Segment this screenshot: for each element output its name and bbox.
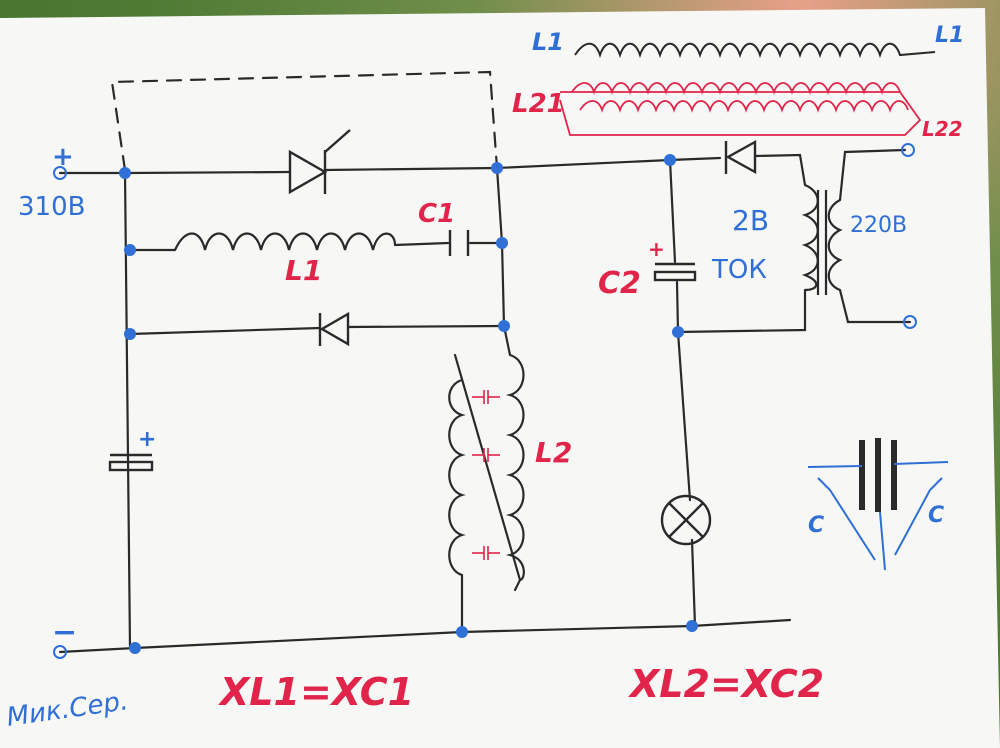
electrolytic-capacitor-left <box>108 453 154 472</box>
terminal-circles <box>53 143 917 659</box>
current-label: ТОК <box>711 255 767 285</box>
l21-label: L21 <box>512 89 565 119</box>
diode-right-symbol <box>724 139 757 175</box>
input-voltage-label: 310В <box>18 192 85 222</box>
capacitor-plates-diagram <box>859 438 897 512</box>
formula-right: XL2=XC2 <box>628 662 824 706</box>
l2-capacitance-marks <box>472 390 500 560</box>
diode-symbol <box>318 311 350 347</box>
left-cap-plus-label: + <box>138 427 156 452</box>
lamp-symbol <box>660 494 712 546</box>
capacitor-c1-symbol <box>448 230 470 256</box>
l2-label: L2 <box>535 436 572 469</box>
two-volt-label: 2В <box>732 204 769 237</box>
inductor-l2-symbol <box>448 353 525 582</box>
c2-label: C2 <box>598 266 641 301</box>
thyristor-symbol <box>288 129 351 195</box>
plates-c-right-label: C <box>928 503 944 528</box>
c2-plus-label: + <box>648 237 665 261</box>
l1-label: L1 <box>285 254 322 287</box>
plus-terminal-label: + <box>52 142 74 172</box>
c1-label: C1 <box>418 199 455 229</box>
capacitor-c2-symbol <box>653 262 697 282</box>
plates-c-left-label: C <box>808 513 824 538</box>
l22-label: L22 <box>922 117 963 141</box>
coil-l21-l22-drawing <box>559 82 922 136</box>
minus-terminal-label: − <box>52 615 77 650</box>
paper-sheet <box>0 8 1000 748</box>
l1-top-right-label: L1 <box>935 23 964 48</box>
junction-dots <box>119 154 698 654</box>
formula-left: XL1=XC1 <box>218 670 414 714</box>
transformer-symbol <box>801 183 843 295</box>
dashed-link <box>110 70 499 172</box>
l1-top-left-label: L1 <box>532 28 564 56</box>
coil-l1-top-drawing <box>574 42 936 59</box>
inductor-l1-symbol <box>173 232 397 251</box>
output-voltage-label: 220В <box>850 213 907 238</box>
plates-leads <box>807 461 949 571</box>
